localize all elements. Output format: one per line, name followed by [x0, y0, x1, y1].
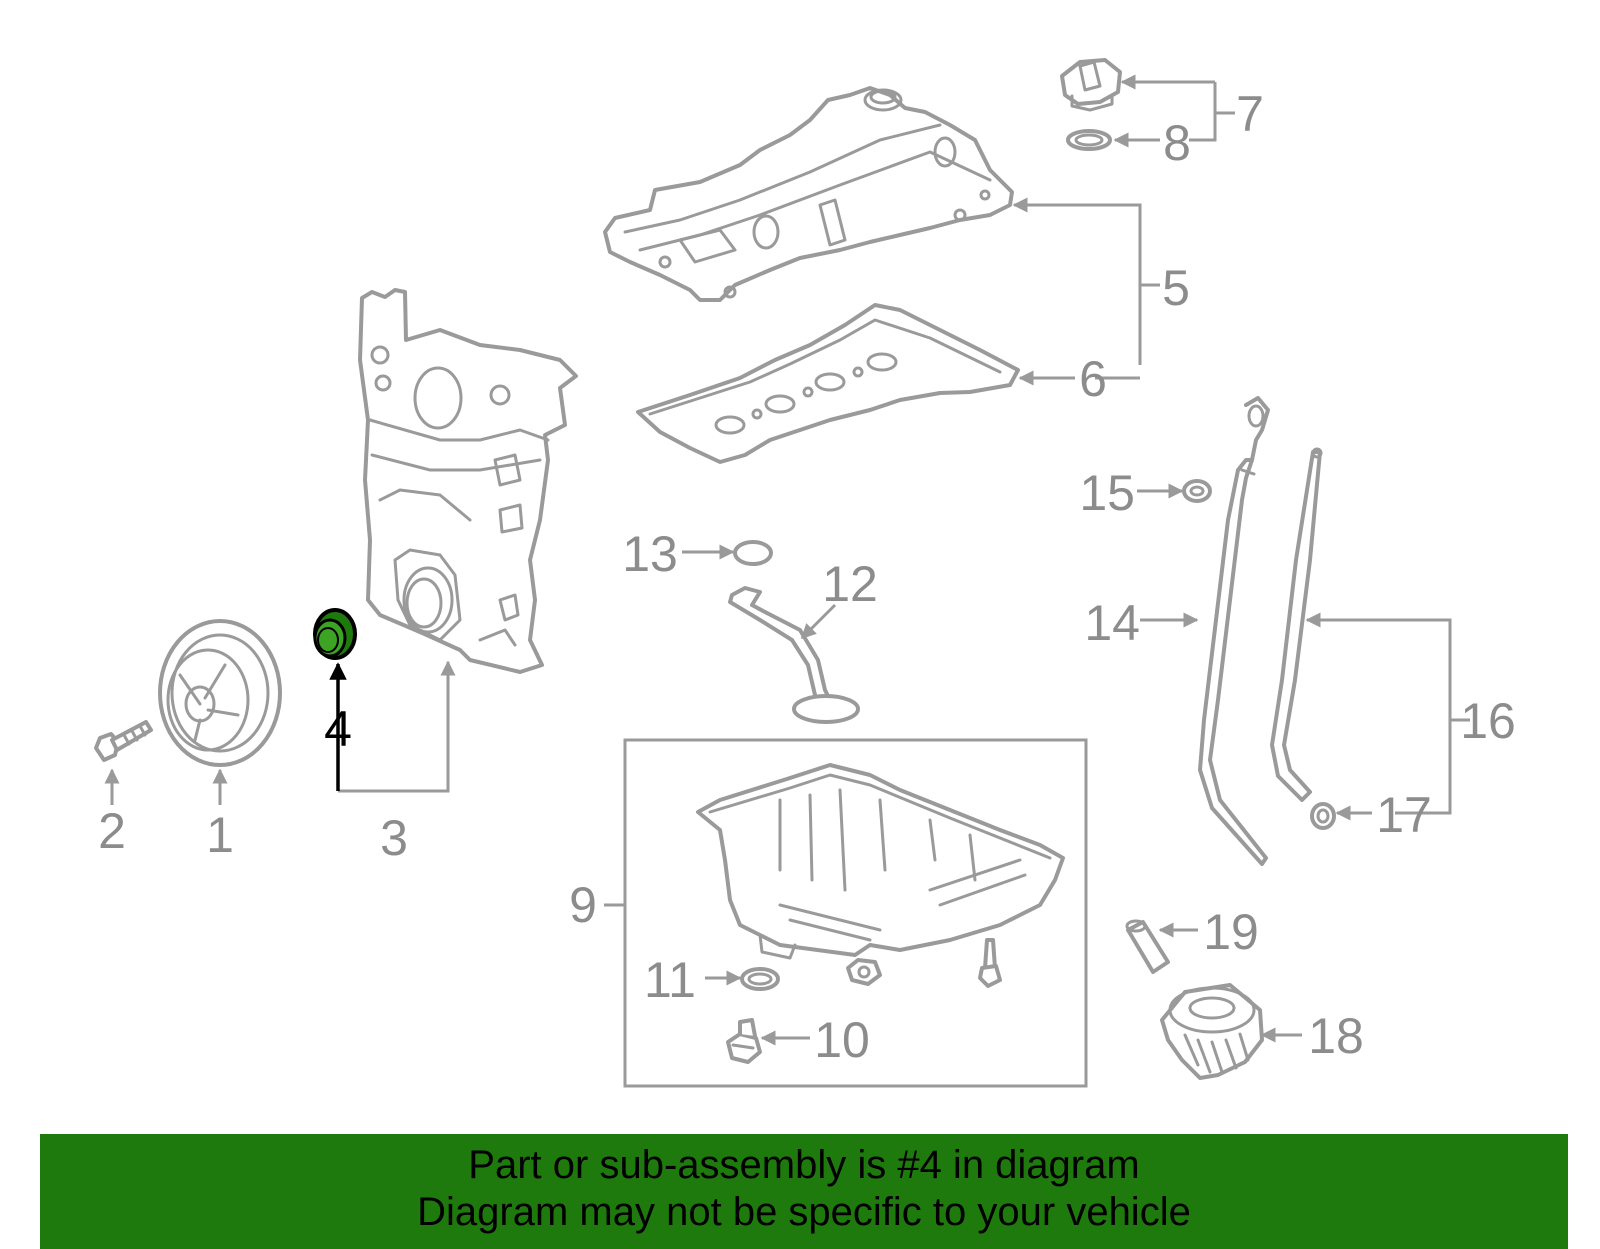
part-19-filter-adapter[interactable] — [1125, 919, 1170, 974]
part-5-valve-cover[interactable] — [603, 86, 1014, 302]
part-1-crank-pulley[interactable] — [158, 619, 282, 767]
callout-4: 4 — [324, 701, 352, 757]
banner-line-disclaimer: Diagram may not be specific to your vehi… — [417, 1190, 1191, 1234]
callout-labels: 1 2 3 4 5 6 7 8 9 10 11 12 13 14 15 16 1… — [98, 86, 1516, 1068]
callout-19: 19 — [1203, 904, 1259, 960]
callout-16: 16 — [1460, 693, 1516, 749]
part-18-oil-filter[interactable] — [1160, 983, 1264, 1080]
part-7-filler-cap[interactable] — [1060, 58, 1122, 112]
part-10-drain-plug[interactable] — [726, 1018, 762, 1064]
callout-3: 3 — [380, 810, 408, 866]
callout-14: 14 — [1084, 595, 1140, 651]
callout-18: 18 — [1308, 1008, 1364, 1064]
part-17-o-ring[interactable] — [1310, 802, 1336, 830]
info-banner: Part or sub-assembly is #4 in diagram Di… — [40, 1134, 1568, 1249]
part-15-o-ring[interactable] — [1182, 479, 1212, 503]
callout-13: 13 — [622, 526, 678, 582]
part-16-dipstick-tube[interactable] — [1270, 447, 1323, 802]
callout-9: 9 — [569, 877, 597, 933]
callout-5: 5 — [1162, 260, 1190, 316]
callout-11: 11 — [644, 952, 696, 1008]
callout-12: 12 — [822, 556, 878, 612]
callout-8: 8 — [1163, 115, 1191, 171]
leader-lines — [104, 74, 1470, 1046]
part-12-oil-pickup[interactable] — [728, 586, 860, 724]
callout-7: 7 — [1236, 86, 1264, 142]
callout-17: 17 — [1376, 787, 1432, 843]
callout-1: 1 — [206, 807, 234, 863]
part-4-front-seal[interactable] — [313, 608, 357, 660]
oil-pan-hardware — [846, 938, 1002, 988]
callout-6: 6 — [1079, 351, 1107, 407]
banner-line-part: Part or sub-assembly is #4 in diagram — [468, 1143, 1140, 1187]
part-9-oil-pan[interactable] — [623, 738, 1088, 1088]
callout-15: 15 — [1079, 465, 1135, 521]
callout-10: 10 — [814, 1012, 870, 1068]
part-14-dipstick[interactable] — [1198, 396, 1270, 866]
part-13-o-ring[interactable] — [733, 540, 773, 566]
part-3-timing-cover[interactable] — [358, 288, 578, 674]
part-2-bolt[interactable] — [94, 720, 153, 762]
callout-2: 2 — [98, 803, 126, 859]
part-8-cap-seal[interactable] — [1066, 129, 1112, 151]
part-6-gasket[interactable] — [636, 303, 1020, 464]
part-11-drain-gasket[interactable] — [740, 967, 780, 991]
